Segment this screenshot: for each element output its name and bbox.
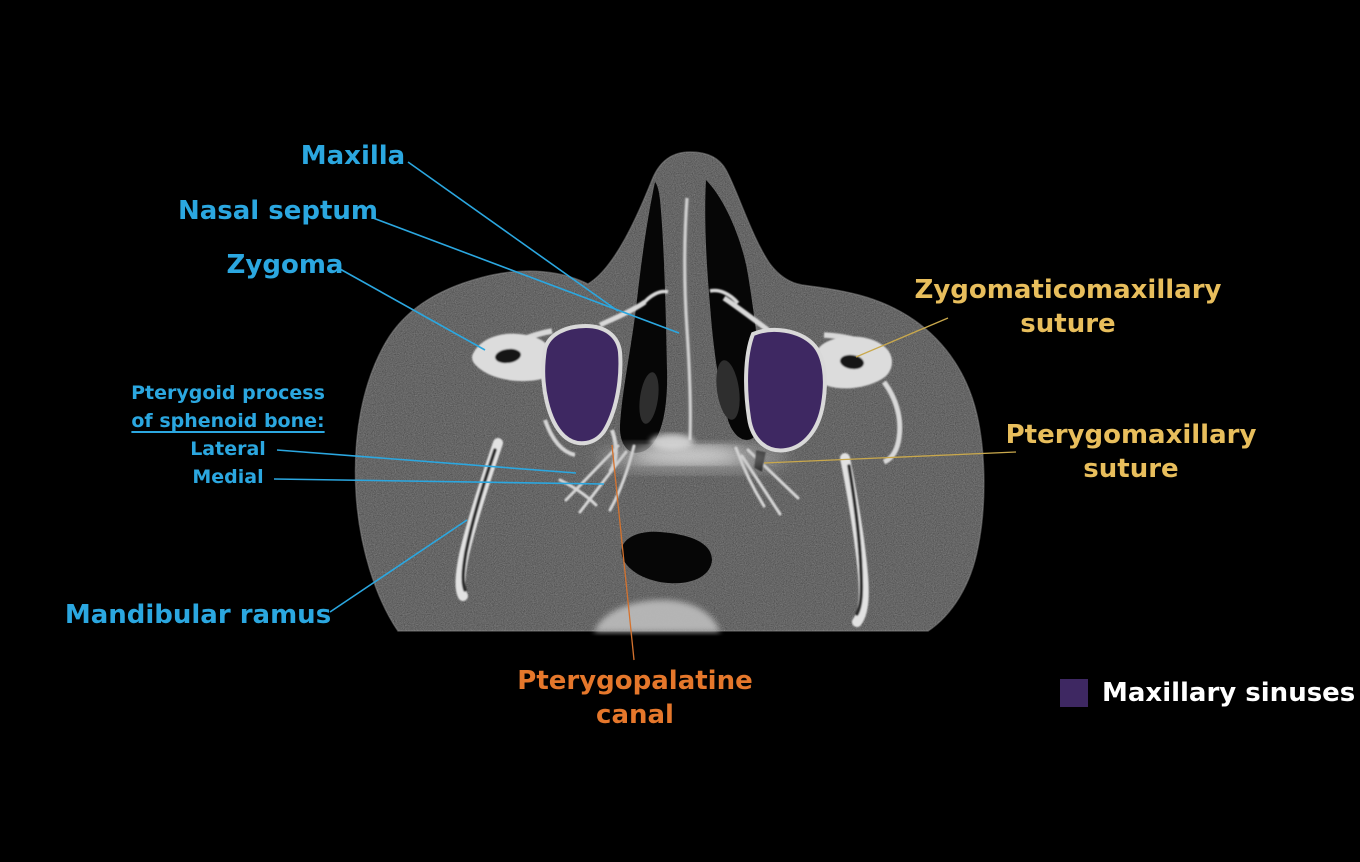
nasal-septum-line [683,197,692,441]
legend: Maxillary sinuses [1060,678,1355,708]
posterior-wall-left [543,419,576,457]
tongue-soft-tissue [594,600,720,632]
zygomaticomaxillary-leader-line [855,317,949,358]
maxilla-leader-line [407,161,619,312]
zygoma-leader-line [339,268,486,351]
pterygomaxillary-line2: suture [1083,454,1179,484]
maxillary-sinus-highlight-right [744,327,827,453]
pterygopalatine-line2: canal [596,700,674,730]
pterygopalatine-line1: Pterygopalatine [517,666,753,696]
label-pterygoid-process-block: Pterygoid process of sphenoid bone: Late… [131,379,325,491]
nasal-septum-leader-line [372,217,680,334]
turbinate-left [639,372,659,424]
label-mandibular-ramus: Mandibular ramus [64,600,332,630]
mandibular-ramus-leader-line [329,519,468,613]
pterygoid-item-lateral: Lateral [190,438,266,460]
pterygoid-heading-line1: Pterygoid process [131,382,325,404]
legend-swatch [1060,679,1088,707]
zygomaticomaxillary-line1: Zygomaticomaxillary [914,275,1222,305]
pterygopalatine-leader-line [611,444,635,661]
label-zygoma: Zygoma [226,250,344,280]
turbinate-right [716,360,740,420]
zygomaticomaxillary-line2: suture [1020,309,1116,339]
leader-lines [273,161,1017,661]
zygoma-bone-left [472,333,556,382]
maxilla-frontal-process-left [598,299,647,328]
bone-structures [455,197,903,632]
legend-label: Maxillary sinuses [1102,678,1356,708]
nasal-bone-right [709,288,740,305]
pterygomaxillary-line1: Pterygomaxillary [1005,420,1257,450]
label-pterygopalatine-canal: Pterygopalatine canal [517,664,752,732]
ct-noise-texture [355,152,984,631]
medial-pterygoid-leader-line [273,478,605,485]
label-maxilla: Maxilla [300,141,406,171]
ct-scan-image [354,151,985,632]
mandibular-ramus-left-bone [455,438,503,601]
mandibular-ramus-right-bone [840,453,869,627]
label-zygomaticomaxillary-suture: Zygomaticomaxillary suture [915,273,1222,341]
pterygomaxillary-leader-line [763,451,1017,464]
pterygoid-item-medial: Medial [192,466,264,488]
oropharynx-airway [621,531,712,584]
pterygoid-heading-line2: of sphenoid bone: [131,410,325,432]
maxillary-sinus-highlight-left [541,323,623,446]
hard-palate [597,434,787,473]
label-pterygomaxillary-suture: Pterygomaxillary suture [1006,418,1257,486]
maxilla-frontal-process-right [722,295,770,333]
lateral-pterygoid-leader-line [276,449,577,474]
label-nasal-septum: Nasal septum [177,196,379,226]
